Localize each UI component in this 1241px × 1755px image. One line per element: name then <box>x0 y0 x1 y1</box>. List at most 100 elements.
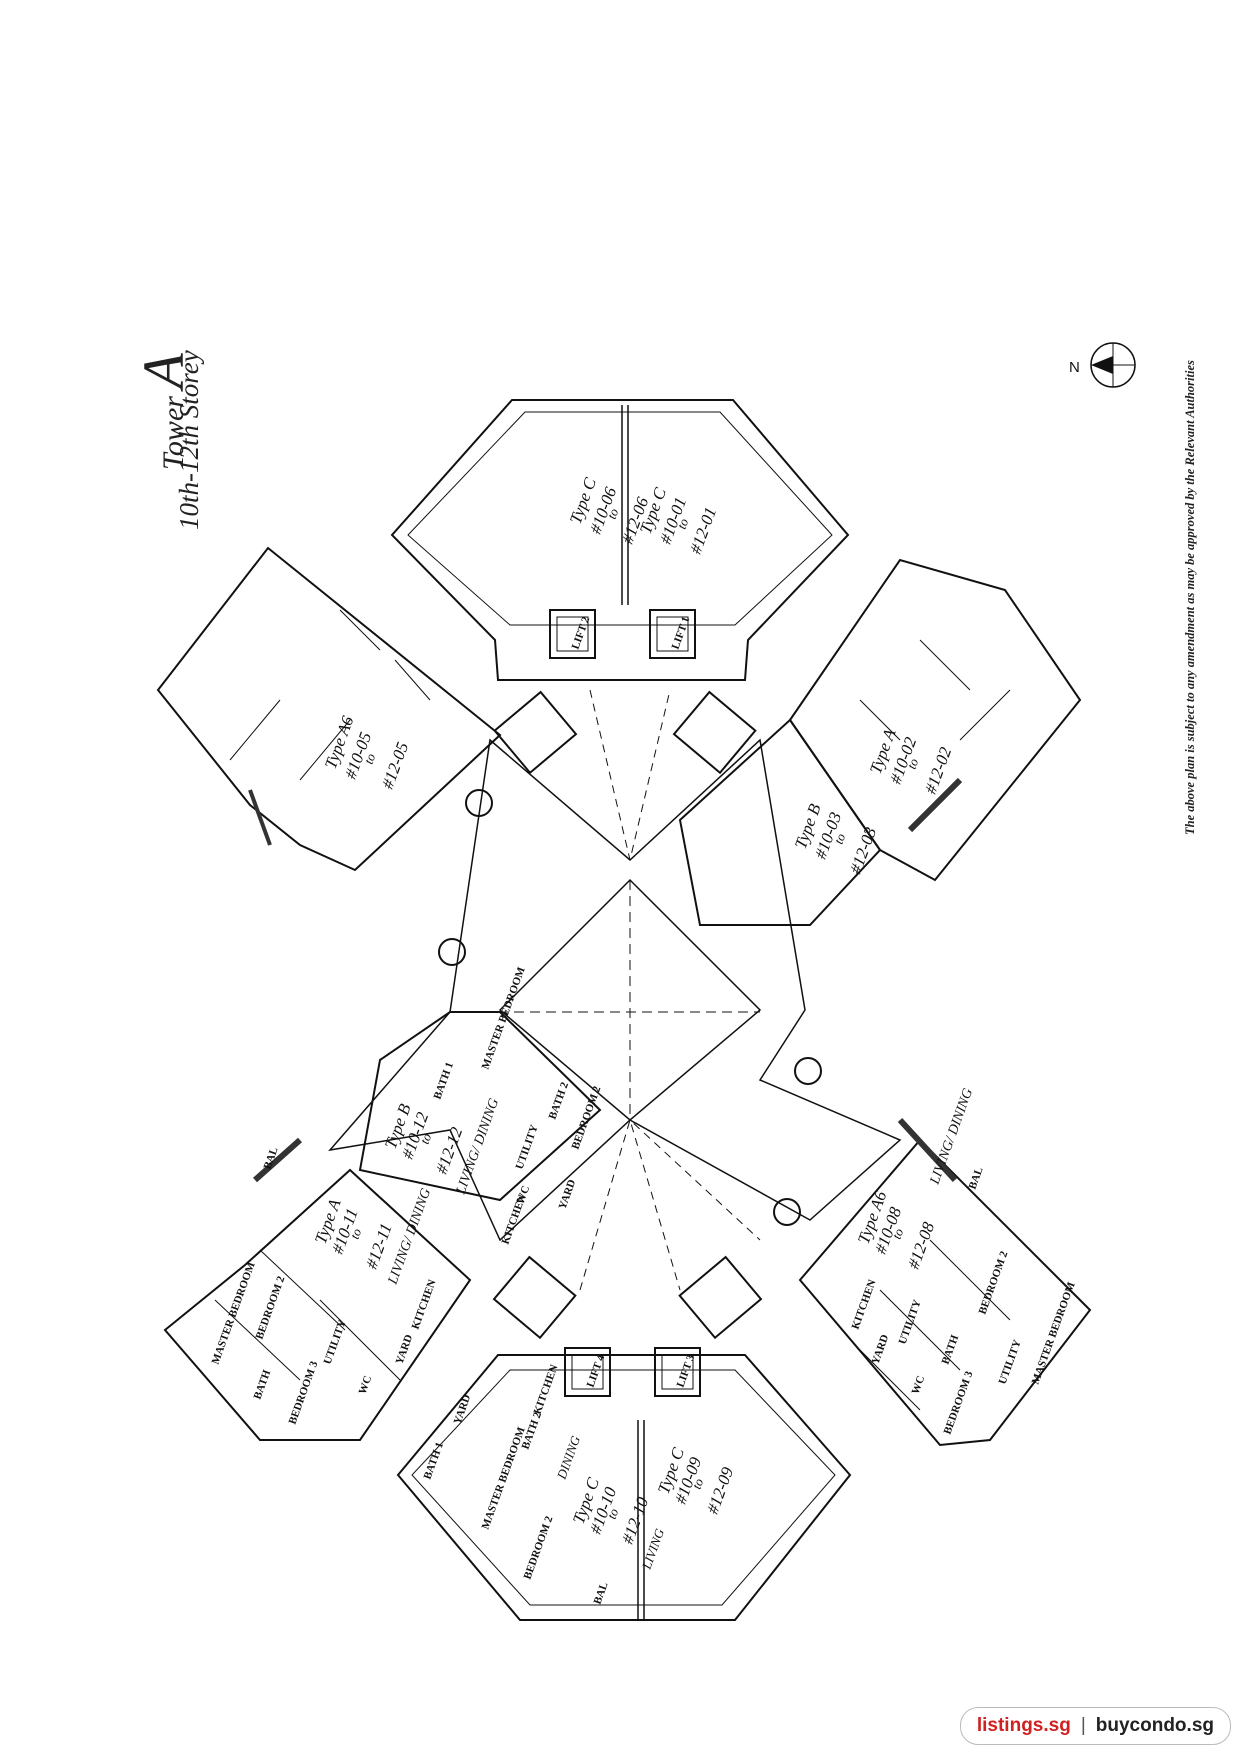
svg-text:UTILITY: UTILITY <box>997 1338 1024 1386</box>
north-label: N <box>1069 359 1080 376</box>
room-label: BEDROOM 2 <box>570 1084 604 1151</box>
compass-icon <box>1090 342 1136 388</box>
svg-text:YARD: YARD <box>557 1178 579 1211</box>
svg-text:UTILITY: UTILITY <box>897 1298 924 1346</box>
room-label: MASTER BEDROOM <box>210 1260 258 1366</box>
watermark-separator: | <box>1080 1715 1086 1736</box>
svg-text:BEDROOM 3: BEDROOM 3 <box>942 1369 976 1436</box>
svg-text:LIFT 3: LIFT 3 <box>675 1353 698 1389</box>
svg-text:LIVING/ DINING: LIVING/ DINING <box>453 1097 502 1198</box>
room-label: BATH <box>252 1368 274 1401</box>
room-label: UTILITY <box>514 1123 541 1171</box>
wing-type-b-left <box>358 1011 602 1202</box>
room-label: BEDROOM 3 <box>942 1369 976 1436</box>
room-label: YARD <box>452 1393 474 1426</box>
svg-text:MASTER BEDROOM: MASTER BEDROOM <box>480 1425 528 1531</box>
lift-2-shaft <box>549 609 596 659</box>
room-label: YARD <box>870 1333 892 1366</box>
room-label: WC <box>910 1374 928 1396</box>
svg-text:#12-03: #12-03 <box>846 825 880 877</box>
room-label: BATH 1 <box>432 1061 456 1101</box>
room-label: BEDROOM 2 <box>254 1274 288 1341</box>
room-label: BEDROOM 2 <box>977 1249 1011 1316</box>
room-label: BEDROOM 3 <box>287 1359 321 1426</box>
room-label: MASTER BEDROOM <box>480 965 528 1071</box>
svg-text:#12-09: #12-09 <box>703 1464 737 1516</box>
svg-text:#12-10: #12-10 <box>618 1494 652 1546</box>
svg-text:#12-01: #12-01 <box>686 505 720 557</box>
room-label: UTILITY <box>897 1298 924 1346</box>
watermark-site-a: listings.sg <box>976 1715 1071 1736</box>
unit-label-to: #12-11 <box>362 1221 396 1272</box>
lift-1-shaft <box>649 609 696 659</box>
svg-text:BAL: BAL <box>592 1581 611 1606</box>
room-label: MASTER BEDROOM <box>480 1425 528 1531</box>
svg-text:YARD: YARD <box>452 1393 474 1426</box>
svg-text:BEDROOM 2: BEDROOM 2 <box>977 1249 1011 1316</box>
svg-text:LIFT 4: LIFT 4 <box>585 1353 608 1389</box>
lift-label: LIFT 1 <box>670 615 693 651</box>
svg-text:BATH: BATH <box>940 1333 962 1366</box>
svg-text:LIFT 2: LIFT 2 <box>570 615 593 651</box>
wing-type-b-right <box>678 718 882 926</box>
svg-text:BEDROOM 3: BEDROOM 3 <box>287 1359 321 1426</box>
room-label: UTILITY <box>997 1338 1024 1386</box>
watermark-badge: listings.sg | buycondo.sg <box>959 1707 1231 1745</box>
svg-text:#12-08: #12-08 <box>904 1219 938 1271</box>
room-label: BATH <box>940 1333 962 1366</box>
svg-text:#12-11: #12-11 <box>362 1221 396 1272</box>
svg-text:KITCHEN: KITCHEN <box>500 1193 529 1246</box>
room-label: KITCHEN <box>532 1363 561 1416</box>
lift-label: LIFT 2 <box>570 615 593 651</box>
svg-text:#12-05: #12-05 <box>378 740 412 792</box>
svg-text:BEDROOM 2: BEDROOM 2 <box>254 1274 288 1341</box>
svg-text:UTILITY: UTILITY <box>514 1123 541 1171</box>
north-arrow: N <box>1069 340 1148 400</box>
svg-text:UTILITY: UTILITY <box>322 1318 349 1366</box>
svg-text:BEDROOM 2: BEDROOM 2 <box>570 1084 604 1151</box>
room-label: KITCHEN <box>500 1193 529 1246</box>
svg-text:MASTER BEDROOM: MASTER BEDROOM <box>210 1260 258 1366</box>
unit-label-to: #12-05 <box>378 740 412 792</box>
lift-3-shaft <box>654 1347 701 1397</box>
room-label: BAL <box>967 1166 986 1191</box>
room-label: WC <box>357 1374 375 1396</box>
room-label: BAL <box>592 1581 611 1606</box>
wing-bottom-right <box>798 1138 1092 1447</box>
svg-text:BATH: BATH <box>252 1368 274 1401</box>
svg-text:LIVING/ DINING: LIVING/ DINING <box>385 1187 434 1288</box>
wing-bottom-left <box>163 1168 472 1441</box>
svg-text:WC: WC <box>357 1374 375 1396</box>
room-label: BEDROOM 2 <box>522 1514 556 1581</box>
room-label: BATH 2 <box>547 1080 572 1121</box>
wing-top-left <box>156 546 502 872</box>
lift-4-shaft <box>564 1347 611 1397</box>
watermark-site-b: buycondo.sg <box>1095 1715 1214 1736</box>
svg-text:KITCHEN: KITCHEN <box>850 1278 879 1331</box>
unit-label-to: #12-03 <box>846 825 880 877</box>
storey-subtitle: 10th-12th Storey <box>174 350 204 530</box>
svg-text:MASTER BEDROOM: MASTER BEDROOM <box>1030 1280 1078 1386</box>
room-label: YARD <box>394 1333 416 1366</box>
svg-text:KITCHEN: KITCHEN <box>410 1278 439 1331</box>
svg-text:MASTER BEDROOM: MASTER BEDROOM <box>480 965 528 1071</box>
svg-text:YARD: YARD <box>394 1333 416 1366</box>
room-label: UTILITY <box>322 1318 349 1366</box>
room-label: MASTER BEDROOM <box>1030 1280 1078 1386</box>
svg-text:DINING: DINING <box>553 1433 583 1482</box>
room-label: YARD <box>557 1178 579 1211</box>
tower-top-inner <box>407 411 833 626</box>
svg-text:LIVING: LIVING <box>638 1526 667 1572</box>
room-label: KITCHEN <box>410 1278 439 1331</box>
svg-text:LIFT 1: LIFT 1 <box>670 615 693 651</box>
svg-text:BATH 2: BATH 2 <box>547 1080 572 1121</box>
lift-label: LIFT 4 <box>585 1353 608 1389</box>
unit-label-to: #12-09 <box>703 1464 737 1516</box>
unit-label-to: #12-01 <box>686 505 720 557</box>
svg-text:BAL: BAL <box>967 1166 986 1191</box>
tower-bottom-hexagon <box>396 1354 852 1621</box>
unit-label-to: #12-10 <box>618 1494 652 1546</box>
unit-label-to: #12-08 <box>904 1219 938 1271</box>
svg-text:YARD: YARD <box>870 1333 892 1366</box>
